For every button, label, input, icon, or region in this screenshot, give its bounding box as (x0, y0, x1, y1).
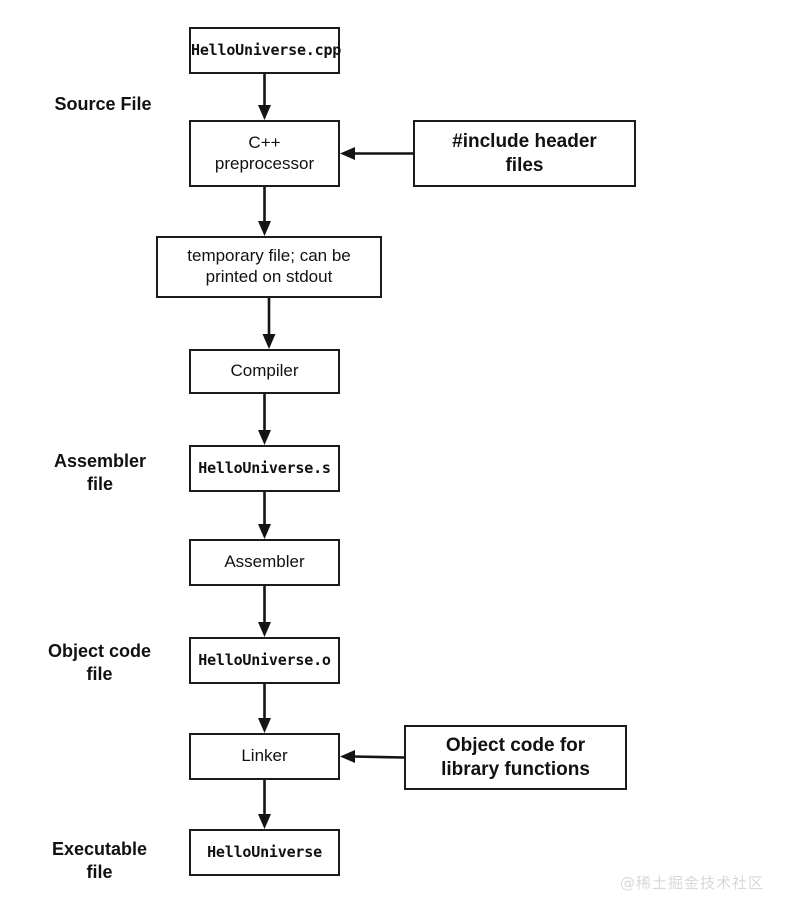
node-hello-universe-exe: HelloUniverse (189, 829, 340, 876)
arrow-head (258, 622, 271, 637)
arrow-head (258, 718, 271, 733)
node-label: HelloUniverse.o (198, 651, 331, 670)
arrow-headers-to-preprocessor (340, 147, 413, 160)
node-hello-universe-o: HelloUniverse.o (189, 637, 340, 684)
arrow-head (258, 221, 271, 236)
node-label: Linker (241, 746, 288, 766)
stage-label-object-code-file: Object code file (47, 641, 152, 685)
arrow-cpp-to-preprocessor (258, 74, 271, 120)
stage-label-source-file: Source File (54, 94, 152, 114)
node-hello-universe-s: HelloUniverse.s (189, 445, 340, 492)
node-label: Assembler (224, 552, 305, 572)
arrow-assembler-to-obj-file (258, 586, 271, 637)
stage-label-executable-file: Executable file (51, 839, 148, 883)
arrow-library-to-linker (340, 750, 405, 763)
arrow-obj-file-to-linker (258, 684, 271, 733)
node-label: Compiler (230, 361, 299, 381)
arrow-asm-file-to-assembler (258, 492, 271, 539)
node-label: HelloUniverse.s (198, 459, 331, 478)
node-hello-universe-cpp: HelloUniverse.cpp (189, 27, 342, 74)
arrow-head (262, 334, 276, 349)
arrow-head (258, 430, 271, 445)
arrow-head (258, 524, 271, 539)
node-compiler: Compiler (189, 349, 340, 394)
arrow-head (340, 147, 355, 160)
arrow-head (258, 105, 271, 120)
node-label: HelloUniverse.cpp (191, 41, 342, 60)
node-label: HelloUniverse (207, 843, 322, 862)
node-assembler: Assembler (189, 539, 340, 586)
arrow-preprocessor-to-temp (258, 187, 271, 236)
node-cpp-preprocessor: C++preprocessor (189, 120, 340, 187)
watermark: @稀土掘金技术社区 (620, 874, 765, 892)
arrow-head (340, 750, 355, 763)
stage-label-assembler-file: Assembler file (53, 451, 147, 495)
arrow-temp-to-compiler (262, 298, 276, 349)
node-linker: Linker (189, 733, 340, 780)
arrow-linker-to-executable (258, 780, 271, 829)
node-label: C++preprocessor (214, 132, 315, 173)
arrow-head (258, 814, 271, 829)
arrow-compiler-to-asm-file (258, 394, 271, 445)
